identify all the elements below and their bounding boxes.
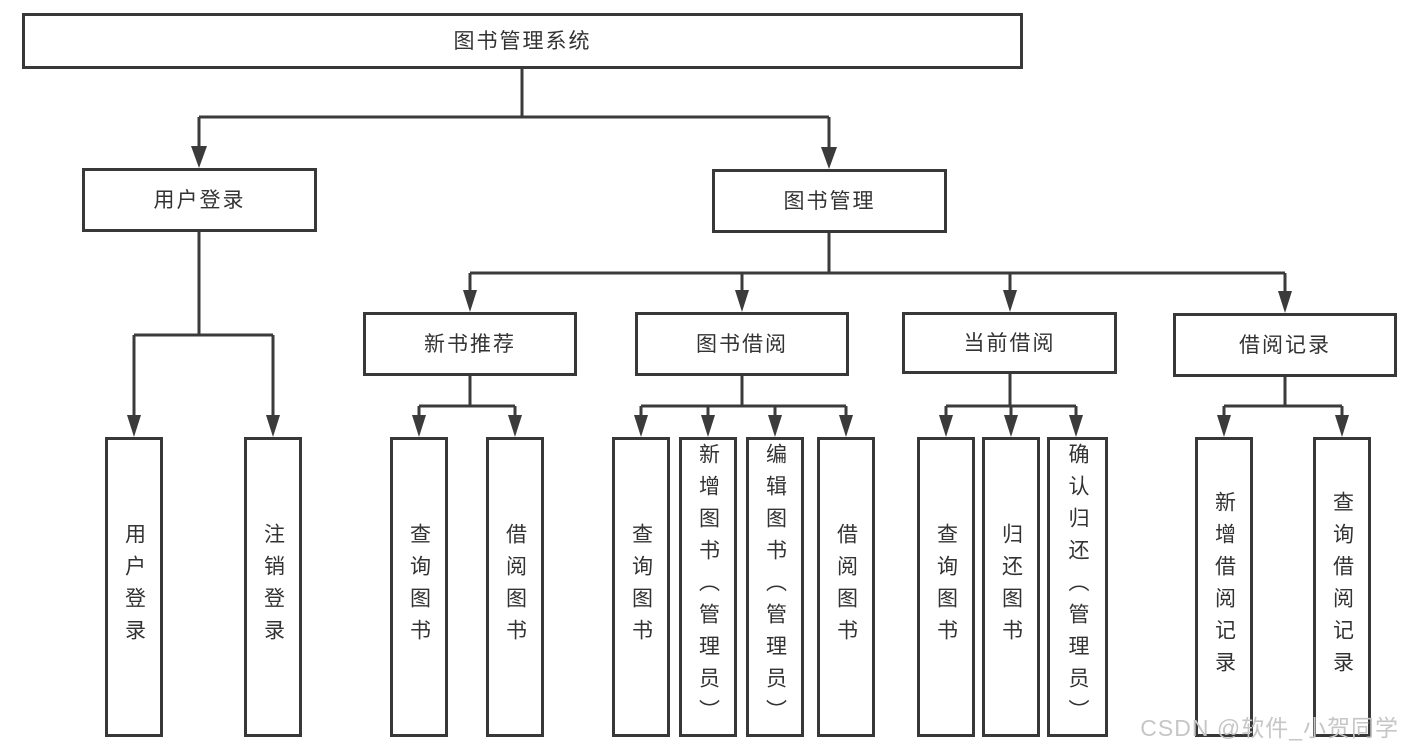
leaf-query-books-current: 查询图书 <box>917 437 975 737</box>
node-label: 新书推荐 <box>424 332 516 356</box>
connector-book-management-branch <box>463 233 1292 313</box>
node-label: 当前借阅 <box>963 331 1056 355</box>
arrowhead <box>634 415 648 437</box>
node-label: 新增图书（管理员） <box>696 443 720 731</box>
leaf-borrow-books: 借阅图书 <box>817 437 875 737</box>
node-book-borrow: 图书借阅 <box>635 312 849 376</box>
leaf-query-borrow-record: 查询借阅记录 <box>1313 437 1371 737</box>
arrowhead <box>839 415 853 437</box>
connector-user-login-branch <box>127 232 280 437</box>
node-label: 查询图书 <box>629 523 653 651</box>
arrowhead <box>1335 415 1349 437</box>
leaf-add-book-admin: 新增图书（管理员） <box>679 437 737 737</box>
leaf-query-books-recommend: 查询图书 <box>390 437 448 737</box>
leaf-query-books-borrow: 查询图书 <box>612 437 670 737</box>
node-label: 注销登录 <box>261 523 285 651</box>
arrowhead <box>463 290 477 312</box>
arrowhead <box>1278 291 1292 313</box>
arrowhead <box>701 415 715 437</box>
node-label: 图书管理 <box>783 189 876 213</box>
node-label: 用户登录 <box>122 523 146 651</box>
leaf-return-books: 归还图书 <box>982 437 1040 737</box>
leaf-add-borrow-record: 新增借阅记录 <box>1195 437 1253 737</box>
node-book-management: 图书管理 <box>712 169 947 233</box>
arrowhead <box>266 415 280 437</box>
arrowhead <box>508 415 522 437</box>
arrowhead <box>412 415 426 437</box>
node-label: 查询图书 <box>934 523 958 651</box>
node-label: 借阅图书 <box>503 523 527 651</box>
node-label: 新增借阅记录 <box>1212 491 1236 683</box>
leaf-logout: 注销登录 <box>244 437 302 737</box>
leaf-borrow-books-recommend: 借阅图书 <box>486 437 544 737</box>
arrowhead <box>1069 415 1083 437</box>
node-current-borrow: 当前借阅 <box>902 312 1117 374</box>
node-new-book-recommend: 新书推荐 <box>363 312 577 376</box>
arrowhead <box>821 147 837 169</box>
connector-book-borrow-branch <box>634 376 853 437</box>
node-label: 借阅记录 <box>1239 333 1331 357</box>
arrowhead <box>1004 415 1018 437</box>
arrowhead <box>735 290 749 312</box>
connector-borrow-records-branch <box>1217 377 1349 437</box>
arrowhead <box>127 415 141 437</box>
leaf-edit-book-admin: 编辑图书（管理员） <box>746 437 804 737</box>
node-label: 归还图书 <box>999 523 1023 651</box>
node-label: 图书借阅 <box>696 332 788 356</box>
arrowhead <box>191 146 207 168</box>
arrowhead <box>939 415 953 437</box>
node-system-root: 图书管理系统 <box>22 13 1023 69</box>
leaf-confirm-return-admin: 确认归还（管理员） <box>1047 437 1108 737</box>
node-label: 确认归还（管理员） <box>1066 443 1089 731</box>
node-label: 查询借阅记录 <box>1330 491 1354 683</box>
connector-new-book-branch <box>412 376 522 437</box>
node-label: 借阅图书 <box>834 523 858 651</box>
connector-root-to-level2 <box>191 69 837 169</box>
node-borrow-records: 借阅记录 <box>1173 313 1397 377</box>
arrowhead <box>1217 415 1231 437</box>
arrowhead <box>768 415 782 437</box>
leaf-user-login: 用户登录 <box>105 437 163 737</box>
csdn-watermark: CSDN @软件_小贺同学 <box>1140 715 1399 741</box>
connector-current-borrow-branch <box>939 374 1083 437</box>
node-label: 查询图书 <box>407 523 431 651</box>
node-label: 编辑图书（管理员） <box>763 443 787 731</box>
arrowhead <box>1003 290 1017 312</box>
node-label: 图书管理系统 <box>453 29 592 53</box>
node-label: 用户登录 <box>153 188 246 212</box>
node-user-login: 用户登录 <box>82 168 317 232</box>
